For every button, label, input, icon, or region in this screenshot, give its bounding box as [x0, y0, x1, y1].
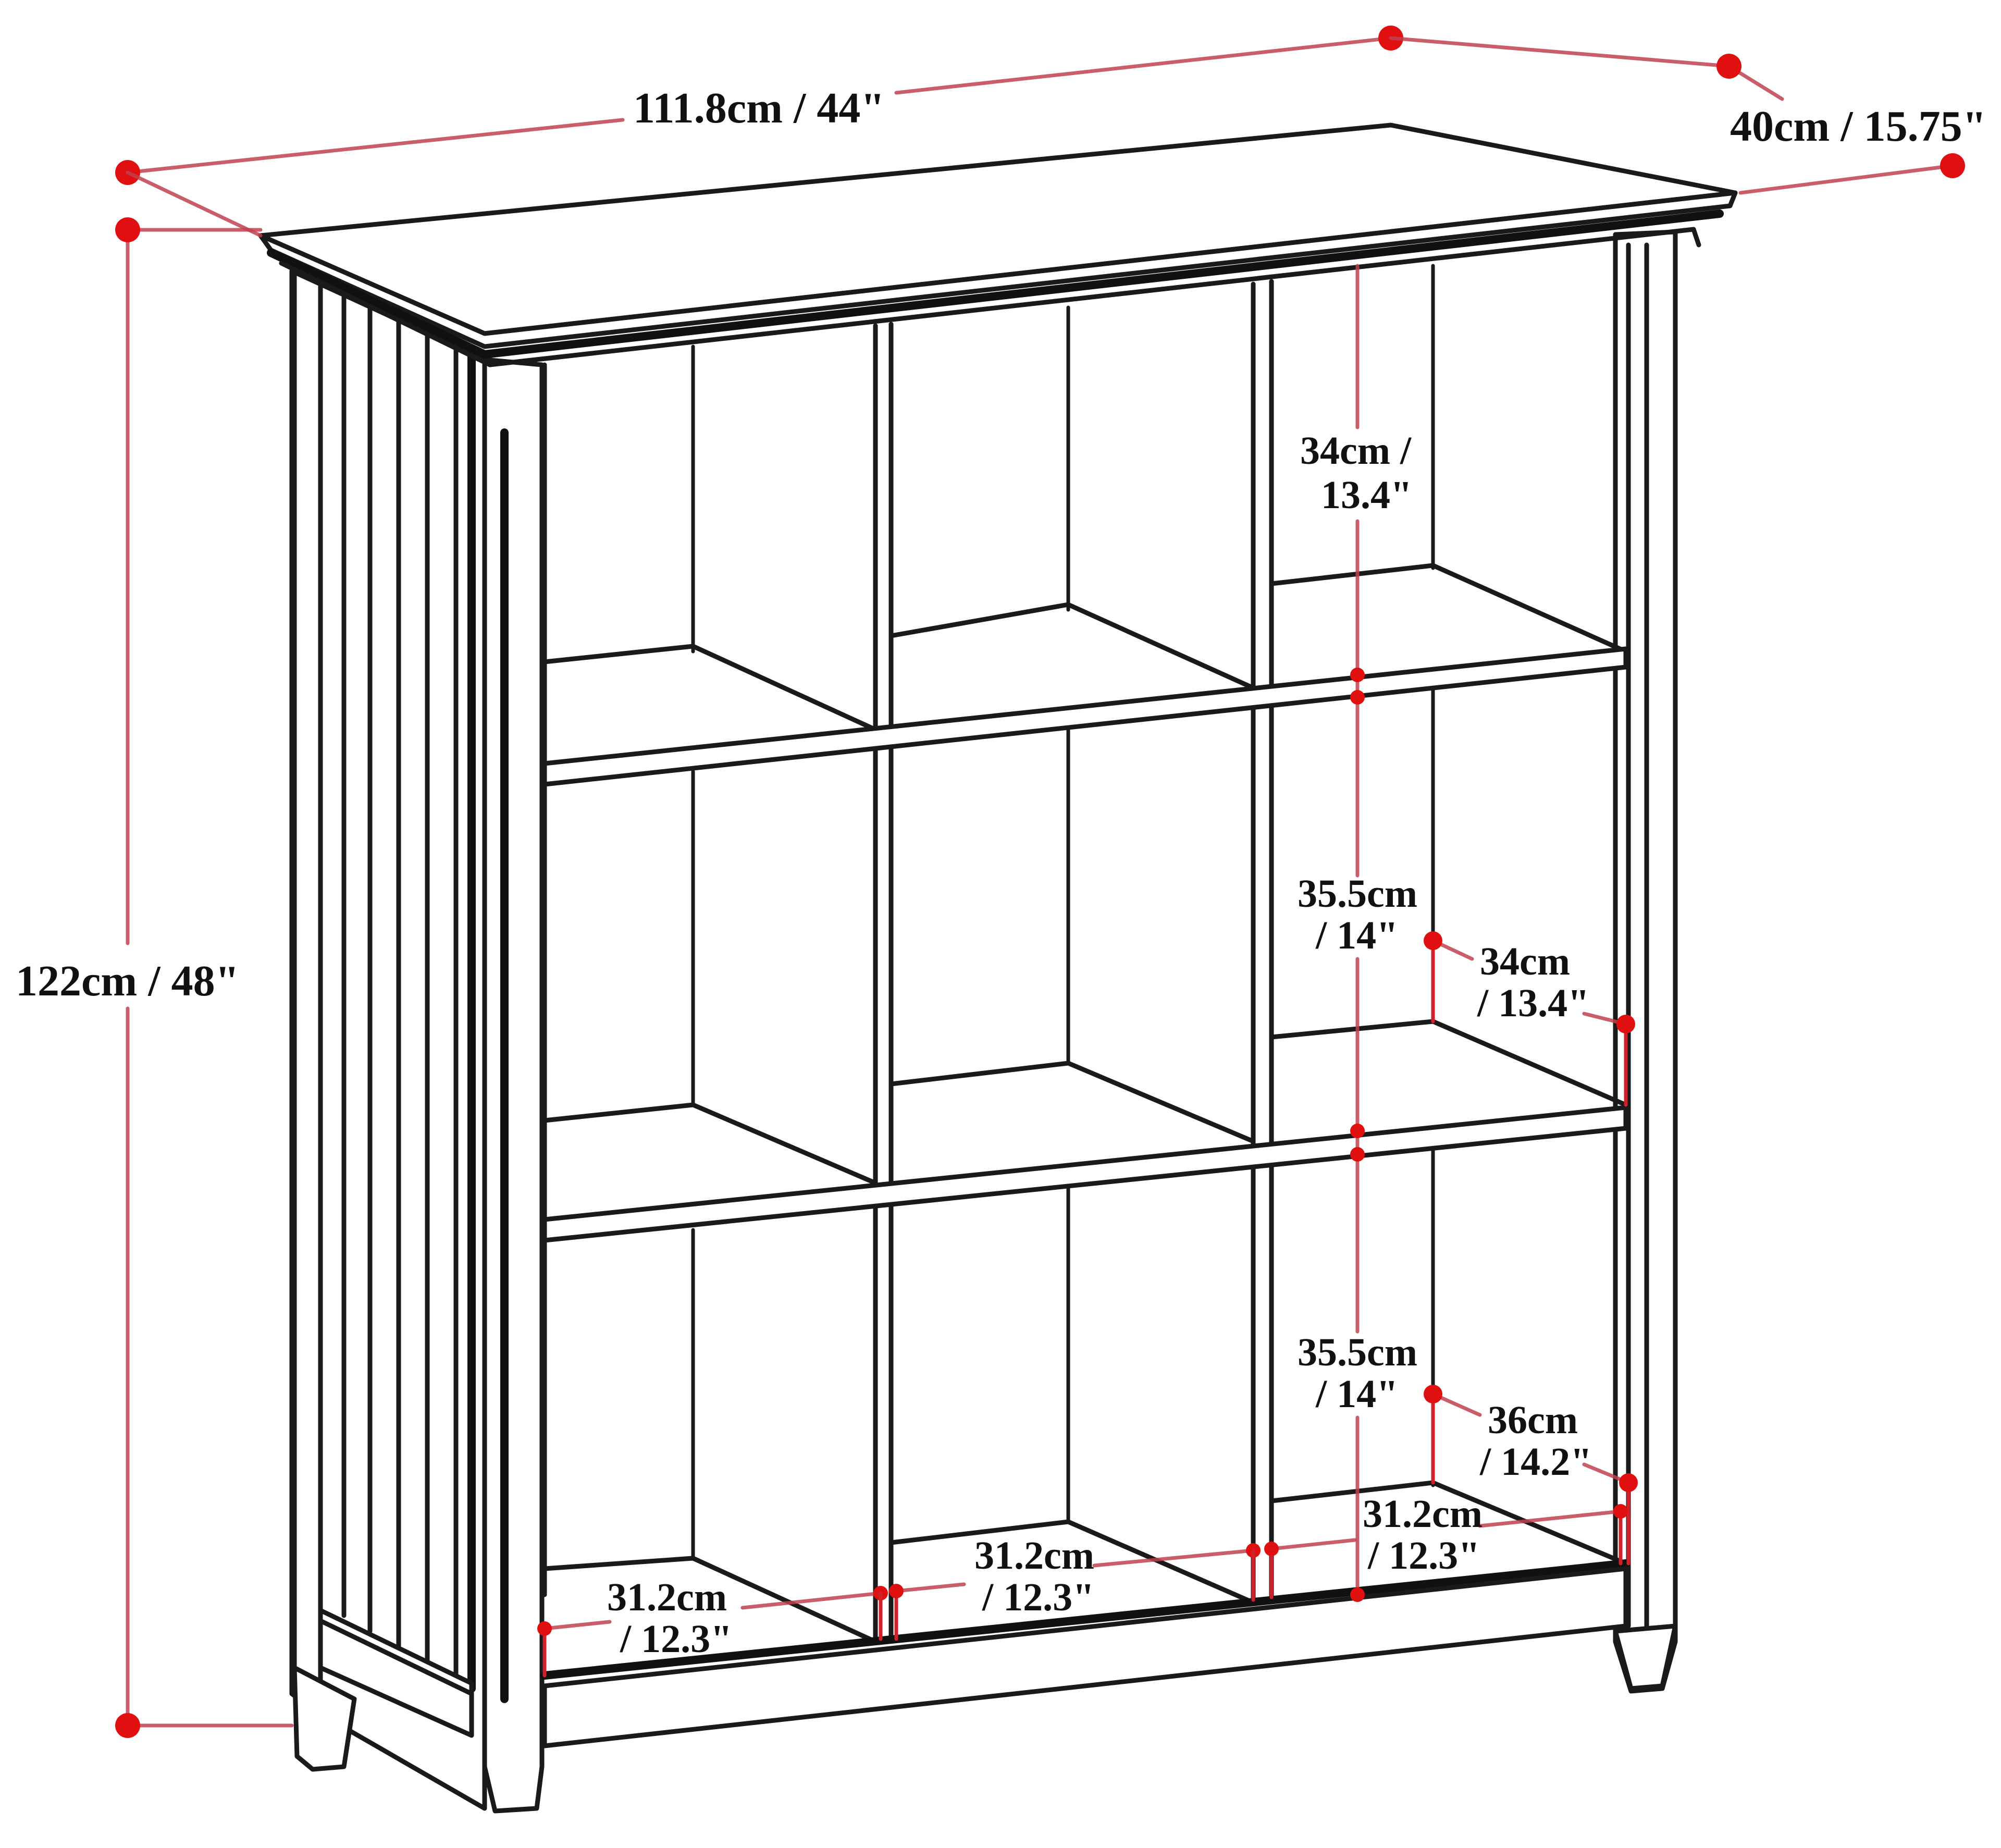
middle-row-depth-label-1: 34cm: [1480, 940, 1570, 983]
cubby-depth-dimensions: 34cm / 13.4" 36cm / 14.2": [1424, 931, 1638, 1566]
depth-label: 40cm / 15.75": [1730, 102, 1986, 151]
top-row-height-label-1: 34cm /: [1300, 429, 1412, 473]
shelving-grid: [540, 264, 1678, 1748]
width-label: 111.8cm / 44": [633, 84, 885, 132]
middle-cubby-width-label-1: 31.2cm: [974, 1534, 1094, 1578]
interior-height-dimensions: 34cm / 13.4" 35.5cm / 14" 35.5cm / 14": [1298, 264, 1417, 1602]
left-cubby-width-label-2: / 12.3": [620, 1617, 732, 1661]
bottom-row-height-label-1: 35.5cm: [1298, 1330, 1417, 1374]
depth-dimension: 40cm / 15.75": [126, 36, 1986, 238]
dimension-endpoint-dot: [1940, 153, 1965, 178]
top-cornice: [258, 122, 1738, 367]
middle-row-height-label-2: / 14": [1315, 914, 1398, 957]
front-right-post: [1613, 229, 1678, 1694]
bottom-row-depth-label-2: / 14.2": [1479, 1440, 1592, 1484]
left-side-panel: [289, 268, 487, 1811]
right-cubby-width-label-1: 31.2cm: [1363, 1492, 1483, 1536]
dimension-endpoint-dot: [115, 1713, 140, 1738]
top-row-height-label-2: 13.4": [1321, 473, 1412, 517]
front-left-post: [482, 357, 545, 1814]
middle-cubby-width-label-2: / 12.3": [982, 1575, 1094, 1619]
bottom-row-height-label-2: / 14": [1315, 1372, 1398, 1416]
height-label: 122cm / 48": [16, 957, 239, 1005]
width-dimension: 111.8cm / 44": [115, 26, 1403, 185]
dimension-endpoint-dot: [1716, 54, 1741, 79]
middle-row-height-label-1: 35.5cm: [1298, 872, 1417, 916]
middle-row-depth-label-2: / 13.4": [1477, 981, 1589, 1025]
right-cubby-width-label-2: / 12.3": [1367, 1534, 1480, 1578]
height-dimension: 122cm / 48": [16, 217, 294, 1738]
dimension-endpoint-dot: [115, 217, 140, 242]
left-cubby-width-label-1: 31.2cm: [607, 1575, 727, 1619]
cubby-width-dimensions: 31.2cm / 12.3" 31.2cm / 12.3" 31.2cm / 1…: [537, 1492, 1628, 1678]
bottom-row-depth-label-1: 36cm: [1488, 1398, 1578, 1442]
